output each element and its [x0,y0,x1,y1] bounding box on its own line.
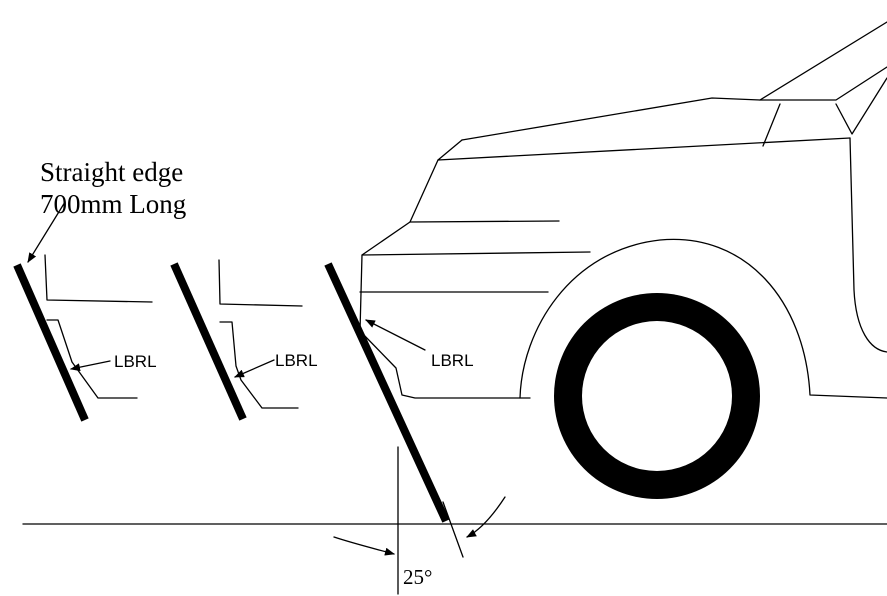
straight-edge-label-line1: Straight edge [40,157,183,187]
angle-arrow-right [466,496,506,538]
lbrl-label-3: LBRL [431,351,474,370]
lbrl-leader-arrow-3 [365,319,426,351]
straight-edge-1 [13,263,89,422]
car-windshield-outline [759,21,887,101]
lbrl-label-1: LBRL [114,352,157,371]
car-headlight-line [409,220,560,223]
angle-construction [333,446,506,595]
straight-edge-label-line2: 700mm Long [40,189,186,219]
car-door-edge [849,137,887,353]
straight-edge-2 [170,262,247,421]
bumper-outline-1 [44,254,153,399]
straight-edge-leader-arrow [27,201,66,263]
car-body [359,21,887,399]
car-hood-edge [437,137,851,161]
rim [582,321,732,471]
car-a-pillar [762,77,887,147]
lbrl-label-2: LBRL [275,351,318,370]
angle-arrow-left [333,536,395,556]
angle-label: 25° [403,565,432,589]
lbrl-leader-arrow-1 [70,360,111,372]
wheel [554,293,760,499]
lbrl-leader-arrow-2 [234,359,275,378]
edge-extension-line [442,501,464,558]
straight-edge-3 [324,262,450,523]
car-wheel-arch [519,238,887,399]
bumper-profile-1 [13,254,153,422]
car-grille-line [361,251,591,256]
car-front-face [359,159,531,399]
bumper-profile-2 [170,259,303,421]
car-roof-outline [461,66,887,141]
